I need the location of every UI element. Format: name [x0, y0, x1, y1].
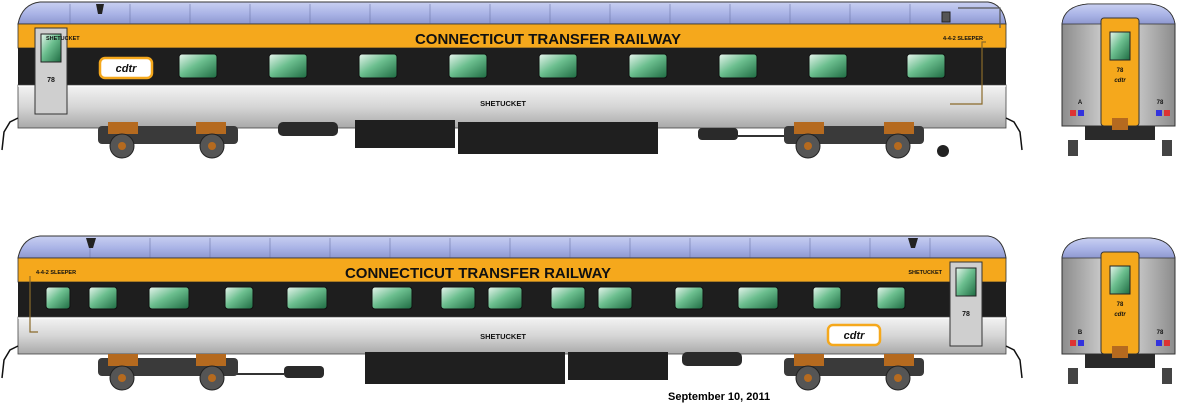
date-caption: September 10, 2011	[668, 391, 771, 403]
end-b-logo: cdtr	[1114, 312, 1126, 318]
truck-top-left	[98, 122, 238, 159]
bottom-window-row	[45, 286, 906, 310]
end-b-number: 78	[1117, 302, 1124, 308]
car-number-bottom: 78	[962, 311, 970, 318]
railroad-name-top: CONNECTICUT TRANSFER RAILWAY	[415, 31, 681, 48]
truck-top-right	[784, 122, 924, 159]
side-view-top: cdtr CONNECTICUT TRANSFER RAILWAY SHETUC…	[1, 1, 1023, 159]
car-type-top: 4-4-2 SLEEPER	[943, 36, 983, 42]
car-name-bottom: SHETUCKET	[480, 332, 526, 341]
car-number-top: 78	[47, 77, 55, 84]
truck-bottom-left	[98, 354, 238, 391]
end-a-number: 78	[1117, 68, 1124, 74]
roof-vent-icon	[86, 238, 96, 248]
car-name-small-bottom: SHETUCKET	[908, 270, 942, 276]
end-a-number-side: 78	[1157, 100, 1164, 106]
end-b-number-side: 78	[1157, 330, 1164, 336]
top-window-row	[178, 53, 946, 79]
end-view-a: 78 cdtr A 78	[1061, 3, 1176, 156]
end-a-logo: cdtr	[1114, 78, 1126, 84]
truck-bottom-right	[784, 354, 924, 391]
logo-text-bottom: cdtr	[844, 330, 866, 342]
car-type-bottom: 4-4-2 SLEEPER	[36, 270, 76, 276]
brake-wheel-icon	[937, 145, 949, 157]
end-a-letter: A	[1078, 100, 1083, 106]
roof-vent-icon	[96, 4, 104, 14]
end-b-letter: B	[1078, 330, 1083, 336]
railroad-name-bottom: CONNECTICUT TRANSFER RAILWAY	[345, 265, 611, 282]
logo-text-top: cdtr	[116, 63, 138, 75]
car-name-small-top: SHETUCKET	[46, 36, 80, 42]
roof-vent-icon	[908, 238, 918, 248]
side-view-bottom: cdtr CONNECTICUT TRANSFER RAILWAY 4-4-2 …	[1, 235, 1023, 391]
end-view-b: 78 cdtr B 78	[1061, 237, 1176, 384]
car-name-top: SHETUCKET	[480, 99, 526, 108]
roof-hatch-icon	[941, 11, 951, 23]
